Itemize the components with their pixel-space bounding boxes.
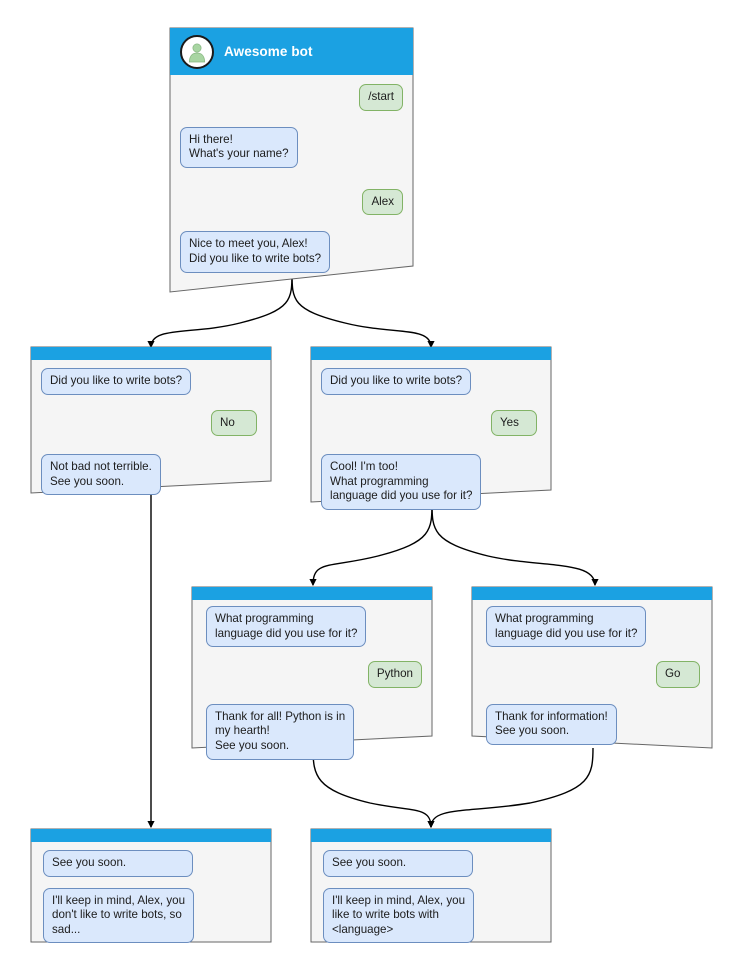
person-avatar-icon bbox=[180, 34, 214, 69]
message-bubble-user: Yes bbox=[491, 409, 537, 437]
card-yes-branch[interactable]: Did you like to write bots? Yes Cool! I'… bbox=[310, 346, 552, 510]
card-end-sad-body: See you soon. I'll keep in mind, Alex, y… bbox=[31, 842, 271, 953]
message-bubble-bot: Did you like to write bots? bbox=[41, 368, 192, 395]
bot-title: Awesome bot bbox=[224, 44, 313, 59]
card-no-branch-body: Did you like to write bots? No Not bad n… bbox=[31, 360, 271, 505]
message-bubble-bot: Thank for all! Python is in my hearth! S… bbox=[206, 703, 355, 760]
card-end-happy[interactable]: See you soon. I'll keep in mind, Alex, y… bbox=[310, 828, 552, 944]
message-bubble-bot: See you soon. bbox=[43, 850, 193, 877]
card-no-branch-header bbox=[31, 347, 271, 360]
message-bubble-user: Go bbox=[656, 661, 700, 688]
card-start[interactable]: Awesome bot /start Hi there! What's your… bbox=[169, 27, 414, 293]
message-bubble-bot: Hi there! What's your name? bbox=[180, 126, 298, 168]
message-bubble-bot: Not bad not terrible. See you soon. bbox=[41, 454, 161, 496]
card-go-branch-header bbox=[472, 587, 712, 600]
card-go-branch[interactable]: What programming language did you use fo… bbox=[471, 586, 713, 749]
card-go-branch-body: What programming language did you use fo… bbox=[472, 600, 712, 755]
message-bubble-bot: Thank for information! See you soon. bbox=[486, 703, 617, 745]
message-bubble-bot: Nice to meet you, Alex! Did you like to … bbox=[180, 231, 331, 273]
card-python-branch-body: What programming language did you use fo… bbox=[192, 600, 432, 770]
message-bubble-user: No bbox=[211, 409, 257, 437]
message-bubble-user: Alex bbox=[362, 188, 403, 216]
message-bubble-bot: I'll keep in mind, Alex, you don't like … bbox=[43, 887, 195, 944]
card-yes-branch-body: Did you like to write bots? Yes Cool! I'… bbox=[311, 360, 551, 520]
card-end-sad[interactable]: See you soon. I'll keep in mind, Alex, y… bbox=[30, 828, 272, 944]
card-python-branch-header bbox=[192, 587, 432, 600]
card-yes-branch-header bbox=[311, 347, 551, 360]
message-bubble-bot: Cool! I'm too! What programming language… bbox=[321, 454, 482, 510]
card-no-branch[interactable]: Did you like to write bots? No Not bad n… bbox=[30, 346, 272, 496]
edge-go-to-end-happy bbox=[427, 747, 594, 829]
message-bubble-bot: I'll keep in mind, Alex, you like to wri… bbox=[323, 887, 475, 944]
message-bubble-bot: What programming language did you use fo… bbox=[486, 606, 647, 648]
card-end-happy-body: See you soon. I'll keep in mind, Alex, y… bbox=[311, 842, 551, 953]
card-end-sad-header bbox=[31, 829, 271, 842]
card-python-branch[interactable]: What programming language did you use fo… bbox=[191, 586, 433, 760]
message-bubble-user: Python bbox=[367, 661, 422, 688]
message-bubble-user: /start bbox=[359, 84, 403, 111]
message-bubble-bot: See you soon. bbox=[323, 850, 473, 877]
message-bubble-bot: What programming language did you use fo… bbox=[206, 606, 367, 648]
card-start-header: Awesome bot bbox=[170, 28, 413, 75]
message-bubble-bot: Did you like to write bots? bbox=[321, 368, 472, 395]
card-start-body: /start Hi there! What's your name? Alex … bbox=[170, 75, 413, 283]
card-end-happy-header bbox=[311, 829, 551, 842]
